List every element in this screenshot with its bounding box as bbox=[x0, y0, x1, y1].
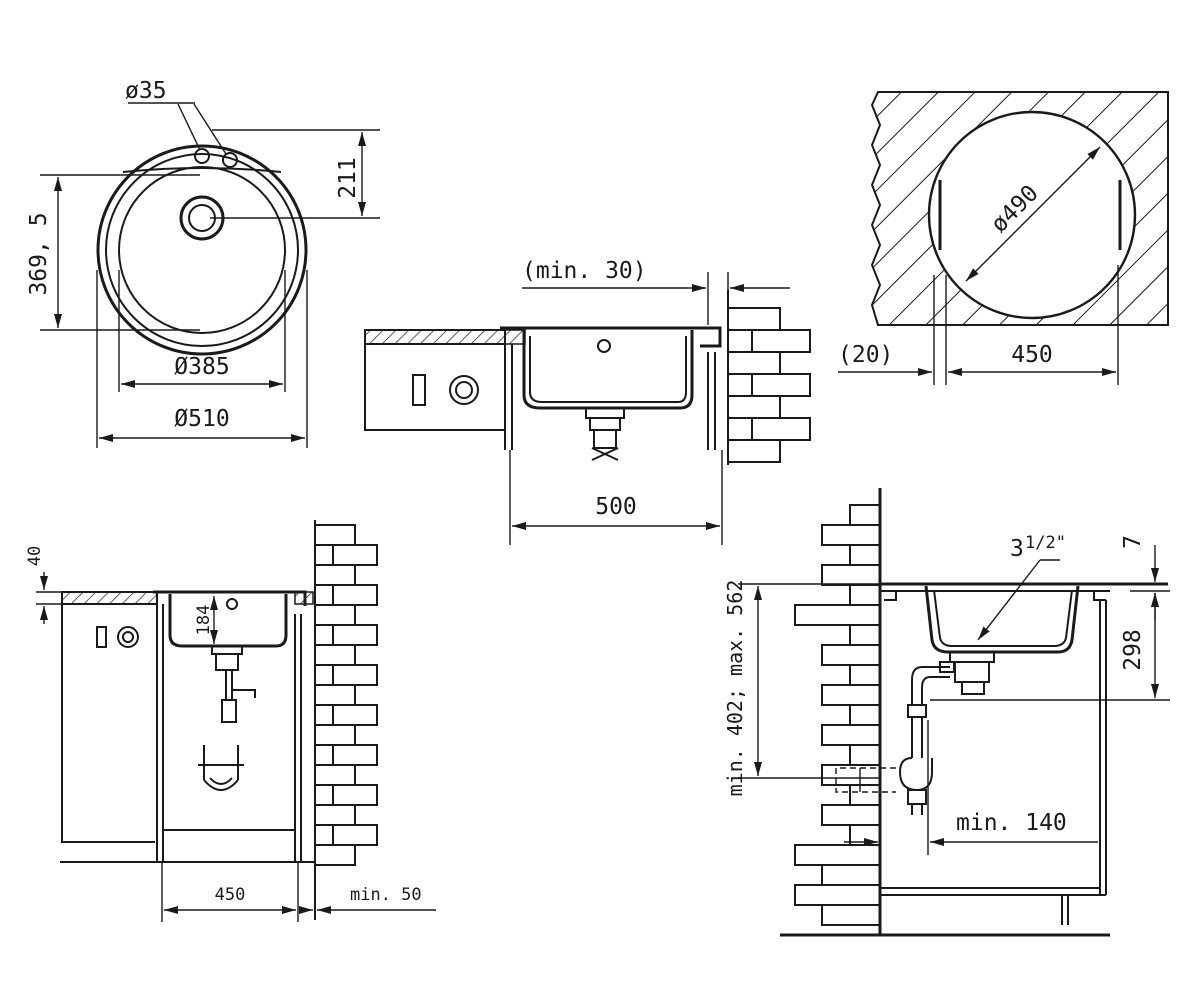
depth-298-label: 298 bbox=[1120, 629, 1146, 671]
tap-hole-label: ø35 bbox=[125, 78, 167, 104]
front-section-view: (min. 30) 500 bbox=[364, 258, 811, 545]
cabinet-450-label: 450 bbox=[215, 885, 246, 905]
dim-369-label: 369, 5 bbox=[26, 212, 52, 295]
brick-wall-top bbox=[727, 307, 811, 463]
bowl-diameter-label: Ø385 bbox=[174, 354, 229, 380]
brick-wall-right bbox=[794, 504, 881, 926]
plan-view: ø35 211 369, 5 Ø385 Ø510 bbox=[26, 78, 380, 448]
brick-wall-left bbox=[314, 524, 378, 866]
gap-20-label: (20) bbox=[838, 342, 893, 368]
dim-211-label: 211 bbox=[335, 157, 361, 199]
width-450-top-label: 450 bbox=[1011, 342, 1053, 368]
outer-diameter-label: Ø510 bbox=[174, 406, 229, 432]
cutout-view: ø490 (20) 450 bbox=[838, 91, 1169, 385]
thickness-7-label: 7 bbox=[1120, 535, 1146, 549]
drain-size-fraction: 1/2" bbox=[1025, 533, 1066, 553]
width-500-label: 500 bbox=[595, 494, 637, 520]
side-section-view: 40 184 450 min. 50 bbox=[25, 520, 436, 922]
plumbing-view: min. 140 min. 402; max. 562 3 1/2" 7 298 bbox=[723, 488, 1170, 937]
depth-184-label: 184 bbox=[194, 605, 214, 636]
min-30-label: (min. 30) bbox=[522, 258, 647, 284]
depth-40-label: 40 bbox=[25, 546, 45, 566]
min-50-label: min. 50 bbox=[350, 885, 422, 905]
drain-height-label: min. 402; max. 562 bbox=[723, 580, 747, 797]
min-140-label: min. 140 bbox=[956, 810, 1067, 836]
drain-size-whole: 3 bbox=[1010, 536, 1024, 562]
